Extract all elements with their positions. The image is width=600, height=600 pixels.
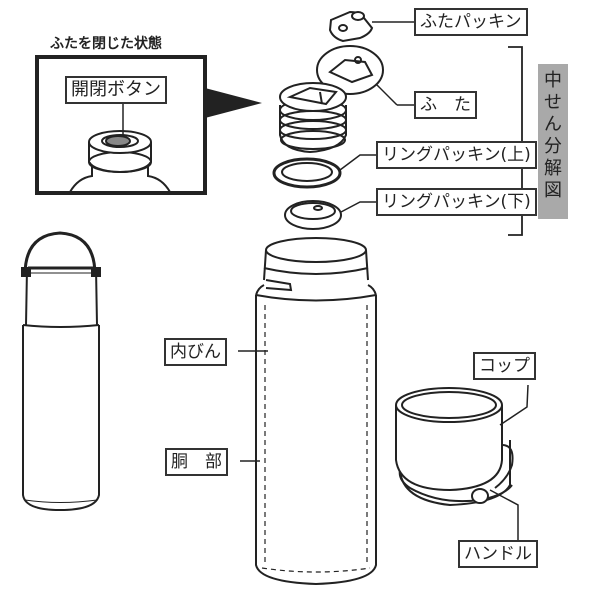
side-label-char: せ [544, 92, 562, 113]
label-lid-packing: ふたパッキン [414, 8, 528, 36]
side-label-char: ん [544, 114, 562, 135]
ring-packing-lower-drawing [284, 200, 376, 230]
side-label-exploded-view: 中 せ ん 分 解 図 [538, 64, 568, 219]
side-label-char: 解 [544, 158, 562, 179]
assembled-bottle-drawing [21, 231, 101, 512]
label-inner-bottle: 内びん [164, 338, 227, 366]
side-label-char: 図 [544, 180, 562, 201]
inset-caption: ふたを閉じた状態 [50, 36, 162, 52]
label-open-close-button: 開閉ボタン [65, 76, 167, 104]
side-label-char: 分 [544, 136, 562, 157]
lid-packing-drawing [328, 10, 414, 43]
label-body: 胴 部 [165, 448, 228, 476]
label-lid: ふ た [414, 91, 477, 119]
label-ring-packing-upper: リングパッキン(上) [376, 141, 537, 169]
stopper-drawing [279, 82, 347, 154]
label-handle: ハンドル [458, 540, 538, 568]
label-ring-packing-lower: リングパッキン(下) [376, 188, 537, 216]
cup-drawing [395, 384, 529, 540]
lid-drawing [316, 45, 414, 106]
bottle-body-drawing [238, 237, 377, 586]
ring-packing-upper-drawing [272, 154, 376, 189]
label-cup: コップ [473, 352, 536, 380]
side-label-char: 中 [544, 70, 562, 91]
